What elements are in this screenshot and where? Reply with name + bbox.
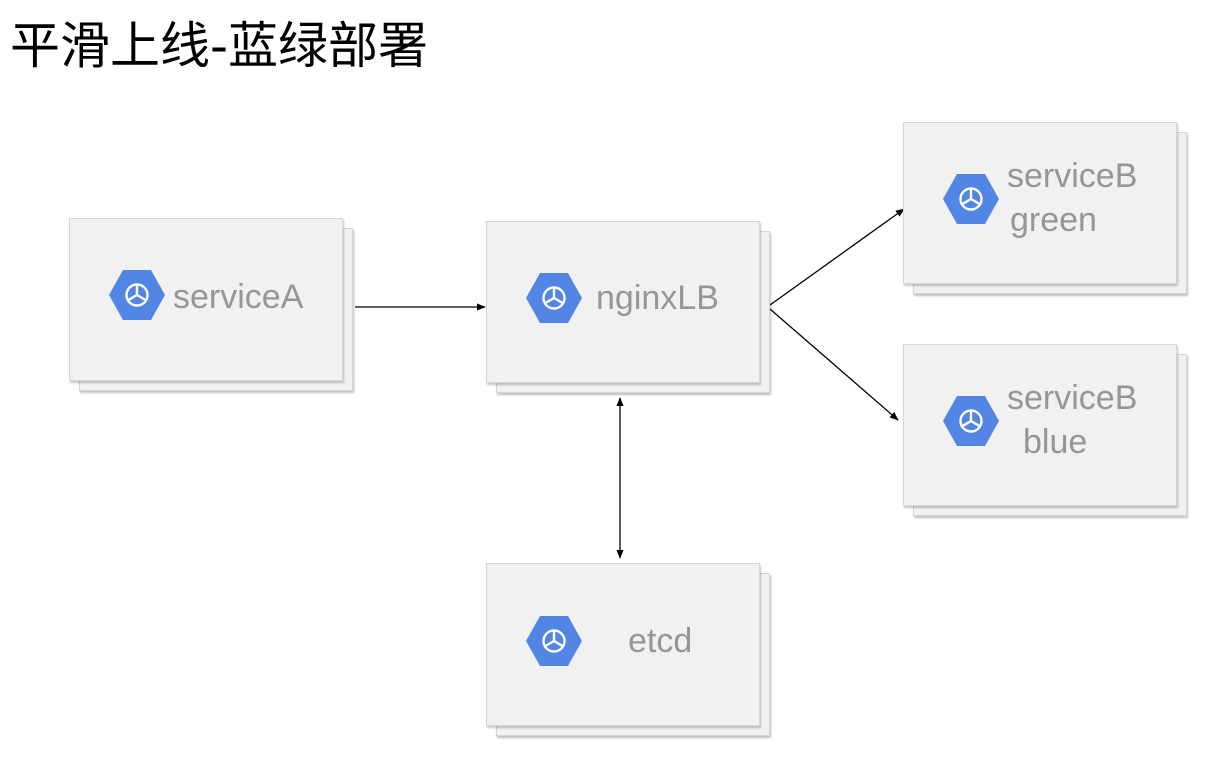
node-label: serviceA	[173, 275, 303, 319]
gcp-hexagon-icon	[109, 270, 165, 320]
node-label-line: serviceA	[173, 278, 304, 316]
node-label: serviceB blue	[1007, 376, 1137, 464]
node-serviceb-green[interactable]: serviceB green	[903, 122, 1187, 294]
node-label-line: green	[1010, 201, 1097, 239]
node-servicea[interactable]: serviceA	[69, 218, 353, 391]
node-label-line: nginxLB	[596, 279, 719, 317]
node-label: nginxLB	[596, 276, 719, 320]
edge-nginxlb-to-serviceb-blue	[769, 308, 899, 421]
page-title: 平滑上线-蓝绿部署	[10, 17, 429, 75]
node-label: etcd	[628, 619, 692, 663]
gcp-hexagon-icon	[943, 174, 999, 224]
gcp-hexagon-icon	[526, 616, 582, 666]
node-nginxlb[interactable]: nginxLB	[486, 221, 770, 393]
node-etcd-card	[486, 563, 760, 726]
node-label-line: blue	[1023, 423, 1088, 461]
edge-nginxlb-to-serviceb-green	[769, 208, 905, 306]
gcp-hexagon-icon	[526, 273, 582, 323]
node-label-line: serviceB	[1007, 157, 1138, 195]
node-serviceb-blue[interactable]: serviceB blue	[903, 344, 1187, 516]
node-label-line: etcd	[628, 622, 693, 660]
node-label-line: serviceB	[1007, 379, 1138, 417]
node-label: serviceB green	[1007, 154, 1137, 242]
gcp-hexagon-icon	[943, 396, 999, 446]
node-etcd[interactable]: etcd	[486, 563, 770, 736]
